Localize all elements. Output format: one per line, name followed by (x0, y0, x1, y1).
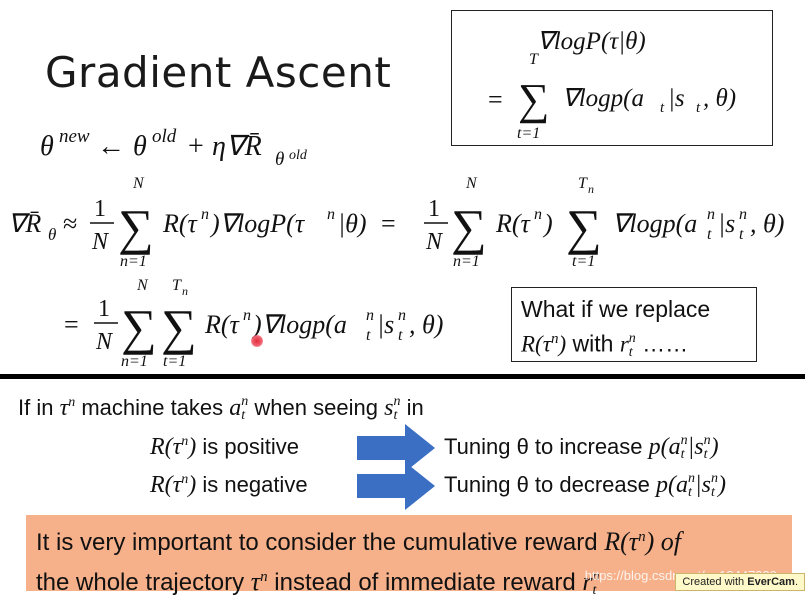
svg-text:N: N (425, 229, 444, 255)
update-theta-old: θ (133, 131, 147, 162)
negative-case: R(τn) is negative (150, 472, 308, 498)
svg-text:∑: ∑ (121, 299, 157, 355)
svg-text:n: n (182, 284, 188, 298)
pointer-dot (251, 335, 263, 347)
svg-text:T: T (172, 277, 182, 294)
box-line2-sub: t (660, 100, 665, 116)
svg-text:|θ): |θ) (338, 209, 367, 238)
svg-text:N: N (132, 175, 145, 192)
svg-text:1: 1 (98, 296, 110, 322)
update-eta-grad: η∇R̄ (212, 131, 262, 162)
box-sum-bottom: t=1 (517, 125, 540, 142)
grad-r-theta: ∇R̄ (8, 209, 41, 238)
right-arrow-icon (357, 424, 435, 472)
slide-title: Gradient Ascent (45, 48, 392, 97)
svg-text:n: n (243, 307, 251, 324)
svg-text:n=1: n=1 (453, 253, 480, 270)
svg-text:∑: ∑ (118, 199, 154, 255)
gradient-log-prob-box: ∇logP(τ|θ) = T ∑ t=1 ∇logp(a t |s t , θ) (451, 10, 773, 146)
svg-text:n: n (588, 182, 594, 196)
svg-text:≈: ≈ (63, 209, 77, 238)
svg-text:t: t (707, 226, 712, 243)
section-divider (0, 374, 805, 379)
svg-text:=: = (381, 209, 396, 238)
right-arrow-icon-2 (357, 462, 435, 510)
svg-text:∇logp(a: ∇logp(a (612, 209, 697, 238)
main-equations: θ new ← θ old + η∇R̄ θ old ∇R̄ θ ≈ 1 N N… (8, 126, 784, 370)
svg-text:t=1: t=1 (572, 253, 595, 270)
svg-text:∑: ∑ (566, 199, 602, 255)
update-arrow: ← (97, 131, 125, 162)
svg-text:n: n (366, 307, 374, 324)
svg-text:T: T (578, 175, 588, 192)
svg-text:1: 1 (428, 196, 440, 222)
svg-text:, θ): , θ) (409, 310, 443, 339)
box-line2-end: , θ) (703, 85, 736, 112)
svg-text:|s: |s (718, 209, 735, 238)
svg-text:t: t (398, 327, 403, 344)
svg-text:n=1: n=1 (121, 353, 148, 370)
svg-text:t: t (739, 226, 744, 243)
note-line1: It is very important to consider the cum… (36, 527, 681, 556)
gradient-log-prob-formula: ∇logP(τ|θ) = T ∑ t=1 ∇logp(a t |s t , θ) (488, 28, 736, 142)
svg-text:n: n (398, 307, 406, 324)
svg-text:N: N (95, 329, 114, 355)
box-sum-top: T (529, 51, 539, 68)
question-line1: What if we replace (521, 296, 711, 322)
update-old: old (152, 126, 177, 147)
svg-text:R(τ: R(τ (495, 209, 532, 238)
svg-text:N: N (136, 277, 149, 294)
positive-case: R(τn) is positive (150, 434, 299, 460)
svg-text:=: = (64, 310, 79, 339)
box-line1: ∇logP(τ|θ) (537, 28, 646, 55)
update-theta: θ (40, 131, 54, 162)
svg-text:+: + (188, 131, 204, 162)
evercam-badge: Created with EverCam. (675, 573, 805, 591)
box-line2-sub2: t (696, 100, 701, 116)
svg-text:|s: |s (377, 310, 394, 339)
svg-text:∑: ∑ (161, 299, 197, 355)
svg-text:n: n (739, 206, 747, 223)
svg-text:n: n (534, 206, 542, 223)
svg-text:): ) (542, 209, 553, 238)
update-new: new (59, 126, 90, 147)
svg-text:N: N (465, 175, 478, 192)
svg-text:1: 1 (94, 196, 106, 222)
svg-text:, θ): , θ) (750, 209, 784, 238)
svg-text:N: N (91, 229, 110, 255)
svg-text:t: t (366, 327, 371, 344)
svg-text:)∇logP(τ: )∇logP(τ (209, 209, 306, 238)
svg-text:n: n (707, 206, 715, 223)
svg-text:θ: θ (48, 225, 56, 244)
svg-text:t=1: t=1 (163, 353, 186, 370)
svg-text:∑: ∑ (451, 199, 487, 255)
svg-text:n: n (327, 206, 335, 223)
box-sigma: ∑ (518, 75, 549, 124)
box-line2-term: ∇logp(a (562, 85, 644, 112)
svg-text:R(τ: R(τ (162, 209, 199, 238)
svg-text:)∇logp(a: )∇logp(a (251, 310, 347, 339)
update-sub: θ (275, 149, 284, 170)
svg-text:n: n (201, 206, 209, 223)
svg-text:R(τ: R(τ (204, 310, 241, 339)
svg-text:n=1: n=1 (120, 253, 147, 270)
update-sub-old: old (289, 148, 308, 163)
box-line2-mid: |s (668, 85, 685, 112)
box-equals: = (488, 85, 503, 114)
